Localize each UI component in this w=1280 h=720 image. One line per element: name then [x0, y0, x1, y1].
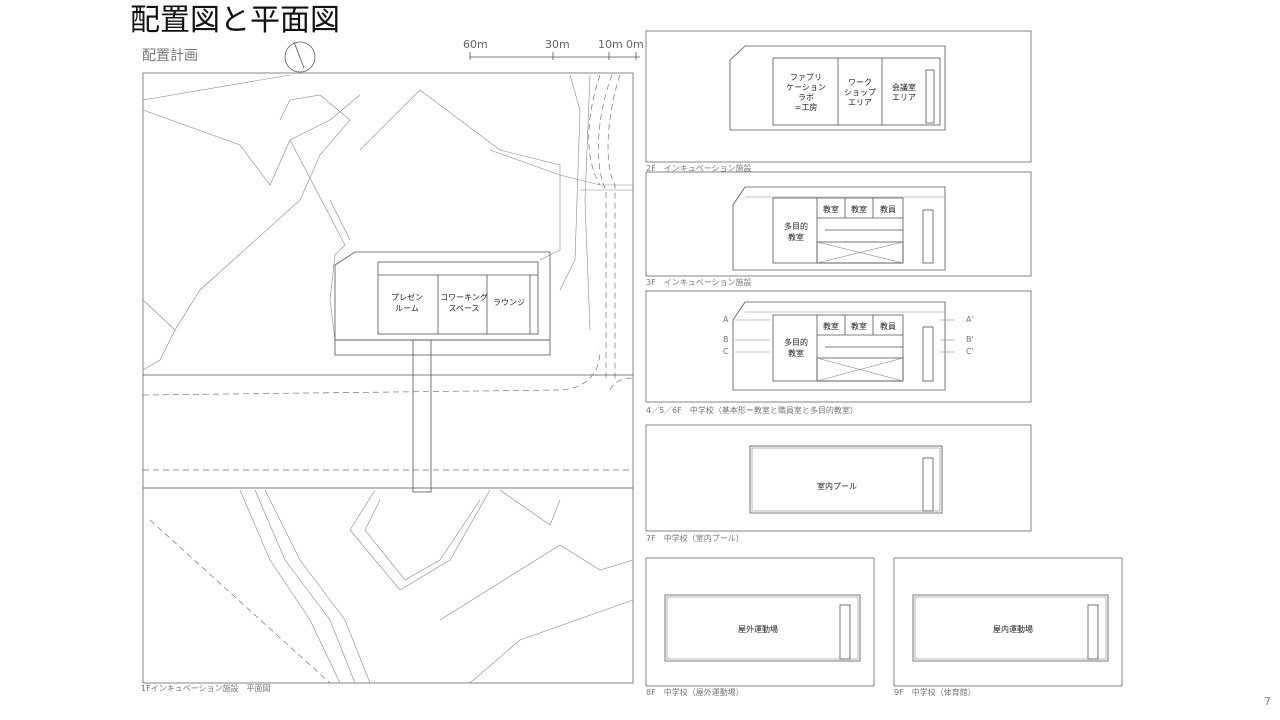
- room-workshop: ワークショップエリア: [844, 78, 876, 107]
- floor-plan-8f: [645, 557, 875, 687]
- room-staff: 教員: [880, 204, 896, 214]
- section-mark: A': [966, 315, 974, 324]
- floor-plan-7f: [645, 424, 1032, 532]
- floor-2f-caption: 2F インキュベーション施設: [646, 163, 752, 173]
- room-indoor-pool: 室内プール: [817, 481, 857, 491]
- site-plan-subtitle: 配置計画: [142, 48, 198, 64]
- floor-9f-caption: 9F 中学校（体育館）: [894, 687, 976, 697]
- room-classroom: 教室: [823, 321, 839, 331]
- scale-label: 60m: [463, 38, 488, 51]
- floor-plan-2f: [645, 30, 1032, 163]
- floor-3f-caption: 3F インキュベーション施設: [646, 277, 752, 287]
- slide-title: 配置図と平面図: [130, 3, 340, 38]
- room-classroom: 教室: [851, 204, 867, 214]
- room-multipurpose-3f: 多目的教室: [784, 221, 808, 242]
- floor-plan-456f: [645, 290, 1032, 403]
- room-meeting: 会議室エリア: [892, 82, 916, 102]
- floor-plan-3f: [645, 171, 1032, 277]
- room-multipurpose-456f: 多目的教室: [784, 337, 808, 358]
- floor-8f-caption: 8F 中学校（屋外運動場）: [646, 687, 744, 697]
- scale-label: 10m: [598, 38, 623, 51]
- site-plan-caption: 1Fインキュベーション施設 平面図: [141, 683, 271, 693]
- section-mark: C: [723, 347, 729, 356]
- north-arrow-icon: [284, 41, 316, 73]
- scale-bar: 60m 30m 10m 0m: [463, 38, 644, 60]
- scale-label: 0m: [626, 38, 644, 51]
- page-number: 7: [1264, 695, 1271, 708]
- room-staff: 教員: [880, 321, 896, 331]
- room-presentation: プレゼンルーム: [391, 292, 423, 313]
- site-plan: [142, 72, 634, 684]
- floor-7f-caption: 7F 中学校（室内プール）: [646, 533, 744, 543]
- room-coworking: コワーキングスペース: [440, 292, 488, 313]
- section-mark: C': [966, 347, 974, 356]
- floor-plan-9f: [893, 557, 1123, 687]
- floor-456f-caption: 4／5／6F 中学校（基本形＝教室と職員室と多目的教室）: [646, 405, 858, 415]
- section-mark: B': [966, 335, 974, 344]
- room-gymnasium: 屋内運動場: [993, 624, 1033, 634]
- section-mark: A: [723, 315, 729, 324]
- scale-label: 30m: [545, 38, 570, 51]
- room-outdoor-field: 屋外運動場: [738, 624, 778, 634]
- room-lounge: ラウンジ: [493, 298, 525, 307]
- room-classroom: 教室: [823, 204, 839, 214]
- section-mark: B: [723, 335, 729, 344]
- room-fab-lab: ファブリケーションラボ=工房: [786, 72, 826, 112]
- room-classroom: 教室: [851, 321, 867, 331]
